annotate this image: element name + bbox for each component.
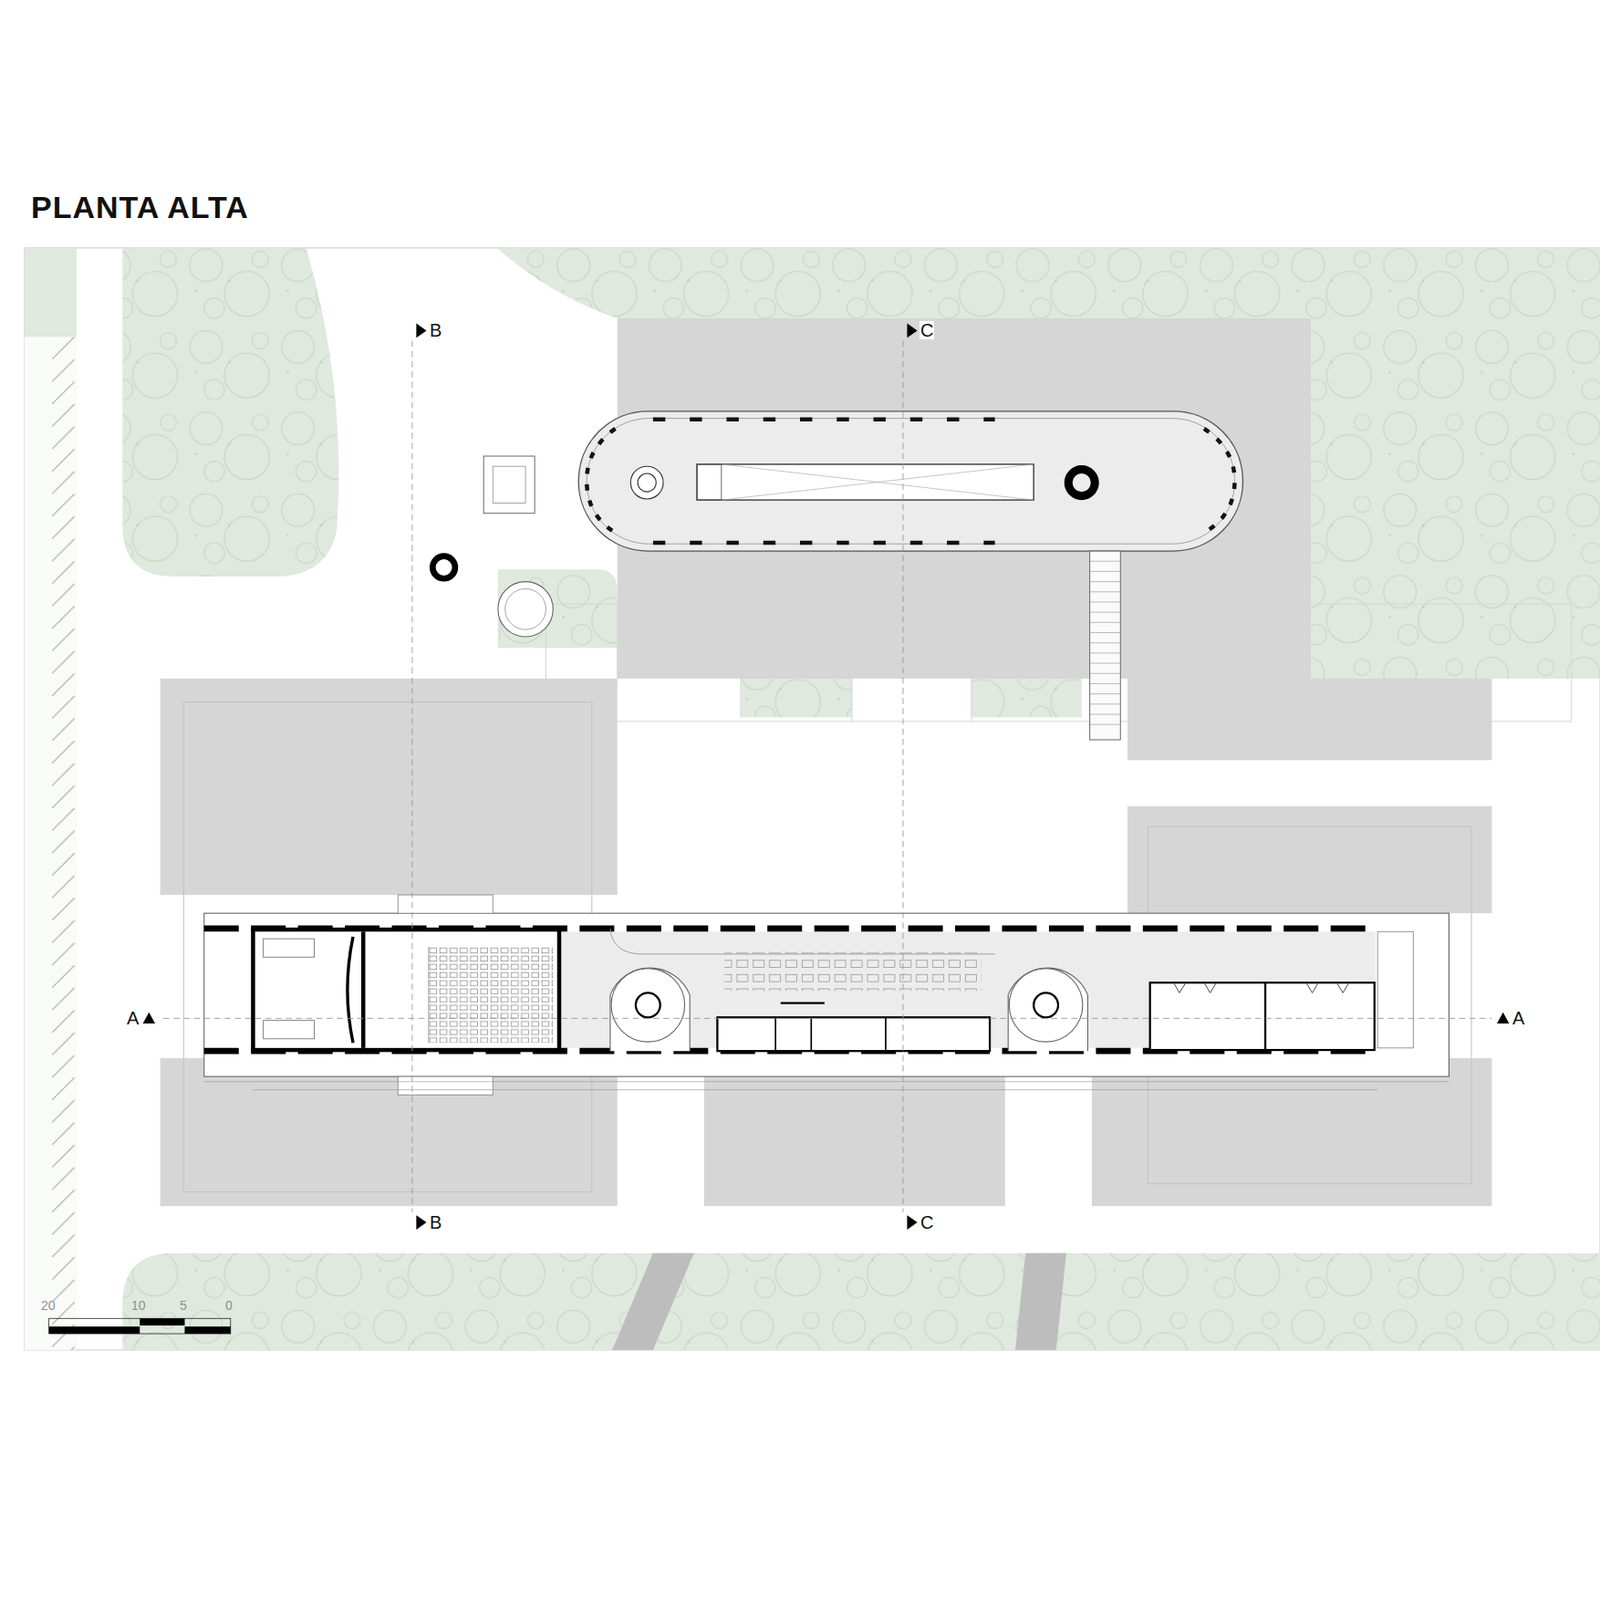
section-letter: A — [1511, 1008, 1526, 1028]
scale-bar — [49, 1318, 231, 1334]
pavilion — [578, 411, 1243, 740]
section-letter: C — [919, 321, 935, 340]
main-building — [204, 894, 1450, 1095]
green-areas — [24, 248, 1600, 1351]
scale-number: 5 — [179, 1298, 188, 1312]
scale-number: 10 — [131, 1298, 146, 1312]
section-letter: B — [428, 321, 443, 340]
section-markers — [143, 323, 1510, 1230]
scale-number: 0 — [225, 1298, 233, 1312]
scale-number: 20 — [41, 1298, 56, 1312]
ground-blocks — [160, 318, 1493, 1206]
section-lines — [163, 341, 1492, 1213]
section-letter: C — [919, 1213, 935, 1232]
section-letter: A — [125, 1008, 140, 1028]
sheet-title: PLANTA ALTA — [31, 191, 250, 223]
section-letter: B — [428, 1213, 443, 1232]
